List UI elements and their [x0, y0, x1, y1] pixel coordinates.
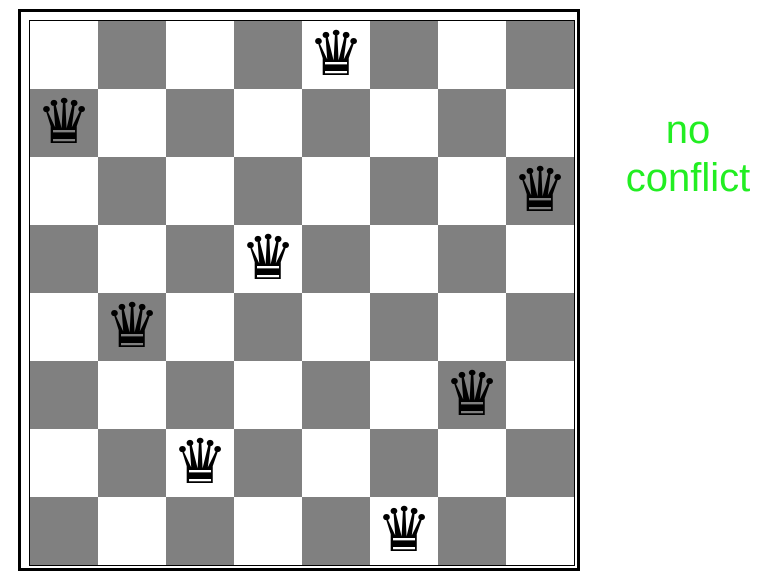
status-line-2: conflict	[604, 154, 772, 202]
board-square[interactable]: ♛	[438, 361, 506, 429]
board-square[interactable]	[98, 89, 166, 157]
board-square[interactable]	[506, 293, 574, 361]
board-square[interactable]	[506, 429, 574, 497]
board-square[interactable]	[370, 429, 438, 497]
board-square[interactable]	[506, 361, 574, 429]
board-square[interactable]	[30, 21, 98, 89]
board-square[interactable]	[302, 293, 370, 361]
board-square[interactable]	[234, 497, 302, 565]
black-queen-icon[interactable]: ♛	[104, 295, 160, 357]
board-square[interactable]	[166, 293, 234, 361]
board-square[interactable]	[370, 225, 438, 293]
board-square[interactable]	[166, 157, 234, 225]
board-square[interactable]	[506, 21, 574, 89]
black-queen-icon[interactable]: ♛	[308, 23, 364, 85]
board-square[interactable]: ♛	[234, 225, 302, 293]
board-square[interactable]	[30, 225, 98, 293]
board-square[interactable]	[302, 361, 370, 429]
board-square[interactable]	[98, 225, 166, 293]
board-square[interactable]	[234, 293, 302, 361]
status-line-1: no	[604, 106, 772, 154]
board-square[interactable]	[30, 293, 98, 361]
board-square[interactable]	[438, 429, 506, 497]
chessboard: ♛ ♛ ♛ ♛ ♛ ♛ ♛ ♛	[29, 20, 575, 566]
black-queen-icon[interactable]: ♛	[36, 91, 92, 153]
board-square[interactable]: ♛	[98, 293, 166, 361]
board-square[interactable]	[302, 157, 370, 225]
board-square[interactable]	[98, 497, 166, 565]
board-square[interactable]	[302, 497, 370, 565]
board-square[interactable]	[30, 361, 98, 429]
board-square[interactable]	[302, 429, 370, 497]
board-square[interactable]	[438, 225, 506, 293]
board-square[interactable]	[370, 21, 438, 89]
board-square[interactable]	[234, 361, 302, 429]
board-square[interactable]	[506, 225, 574, 293]
board-square[interactable]	[438, 157, 506, 225]
board-square[interactable]	[98, 157, 166, 225]
board-square[interactable]	[234, 89, 302, 157]
board-square[interactable]	[166, 497, 234, 565]
board-square[interactable]	[98, 361, 166, 429]
board-square[interactable]: ♛	[166, 429, 234, 497]
board-square[interactable]	[370, 89, 438, 157]
board-square[interactable]	[30, 497, 98, 565]
board-square[interactable]	[98, 429, 166, 497]
chessboard-frame: ♛ ♛ ♛ ♛ ♛ ♛ ♛ ♛	[18, 9, 580, 571]
board-square[interactable]	[302, 225, 370, 293]
board-square[interactable]	[438, 89, 506, 157]
board-square[interactable]	[438, 21, 506, 89]
board-square[interactable]	[166, 21, 234, 89]
board-square[interactable]	[234, 157, 302, 225]
board-square[interactable]	[30, 429, 98, 497]
board-square[interactable]	[438, 293, 506, 361]
board-square[interactable]	[370, 361, 438, 429]
board-square[interactable]	[98, 21, 166, 89]
board-square[interactable]	[30, 157, 98, 225]
board-square[interactable]: ♛	[302, 21, 370, 89]
black-queen-icon[interactable]: ♛	[240, 227, 296, 289]
board-square[interactable]	[302, 89, 370, 157]
board-square[interactable]	[438, 497, 506, 565]
black-queen-icon[interactable]: ♛	[376, 499, 432, 561]
board-square[interactable]	[506, 89, 574, 157]
board-square[interactable]	[234, 429, 302, 497]
black-queen-icon[interactable]: ♛	[172, 431, 228, 493]
board-square[interactable]	[370, 293, 438, 361]
board-square[interactable]: ♛	[30, 89, 98, 157]
board-square[interactable]	[234, 21, 302, 89]
status-message: no conflict	[604, 106, 772, 202]
board-square[interactable]	[166, 225, 234, 293]
board-square[interactable]	[166, 89, 234, 157]
board-square[interactable]: ♛	[370, 497, 438, 565]
board-square[interactable]	[506, 497, 574, 565]
board-square[interactable]	[370, 157, 438, 225]
black-queen-icon[interactable]: ♛	[444, 363, 500, 425]
black-queen-icon[interactable]: ♛	[512, 159, 568, 221]
board-square[interactable]: ♛	[506, 157, 574, 225]
board-square[interactable]	[166, 361, 234, 429]
